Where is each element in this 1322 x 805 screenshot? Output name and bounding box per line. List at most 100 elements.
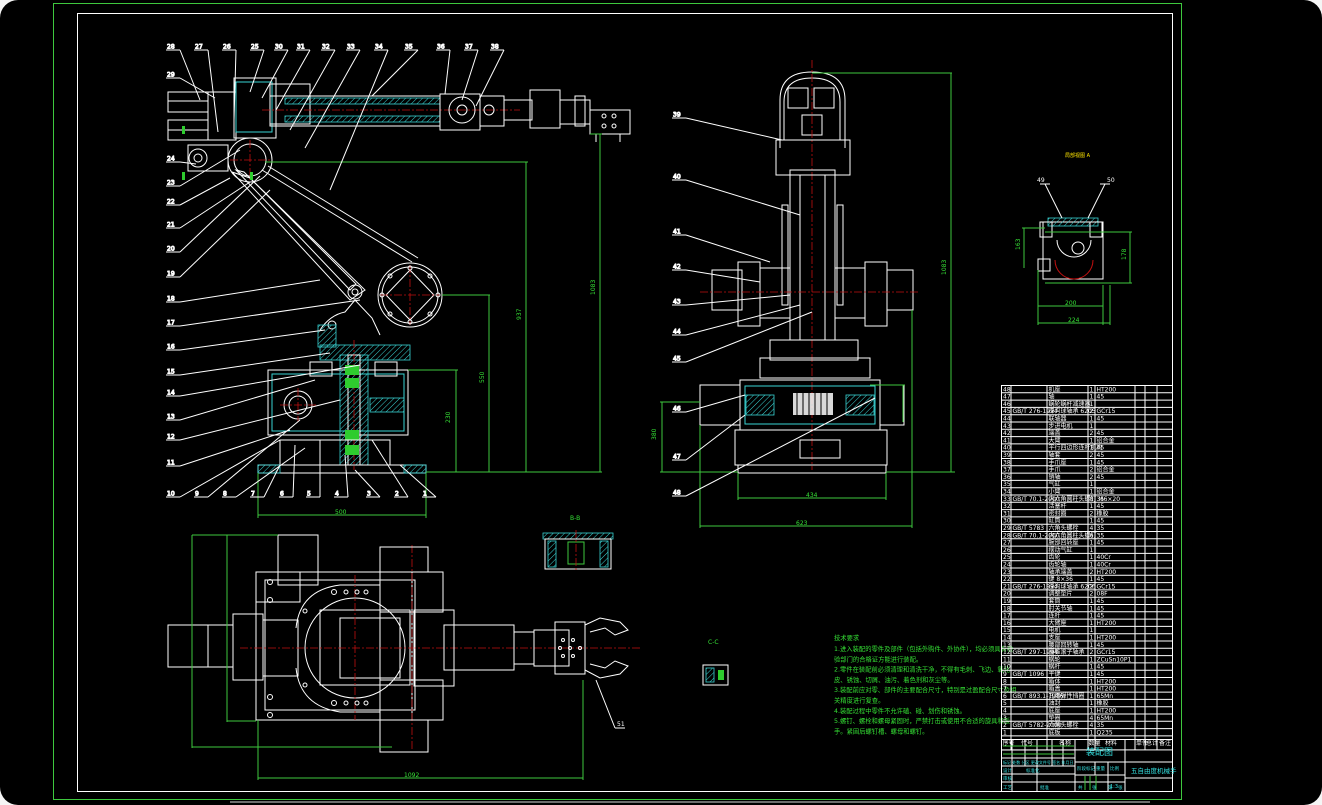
bom-cell: 45 bbox=[1097, 664, 1105, 671]
bom-cell: 1 bbox=[1090, 394, 1094, 401]
leader-label: 3 bbox=[367, 491, 371, 498]
dim-detail-w2: 224 bbox=[1068, 317, 1080, 324]
bom-cell: 45 bbox=[1097, 642, 1105, 649]
bom-cell: 垫圈 bbox=[1049, 714, 1061, 722]
bom-cell: 1 bbox=[1090, 518, 1094, 525]
bom-cell: 销轴 bbox=[1049, 473, 1061, 481]
bom-cell: 2 bbox=[1090, 591, 1094, 598]
leader-line bbox=[685, 179, 801, 216]
bom-cell: 1 bbox=[1090, 635, 1094, 642]
bom-cell: 34 bbox=[1003, 489, 1011, 496]
bom-cell: 31 bbox=[1003, 510, 1011, 517]
bom-cell: 内六角圆柱头螺钉 bbox=[1049, 531, 1097, 539]
leader-label: 23 bbox=[167, 180, 175, 187]
leader-line bbox=[179, 177, 231, 206]
leader-label: 45 bbox=[673, 356, 681, 363]
detail-view-a: 局部视图 A 178 163 200 224 49 50 bbox=[1015, 152, 1132, 325]
bom-cell: 1 bbox=[1090, 445, 1094, 452]
bom-cell: 6 bbox=[1090, 532, 1094, 539]
leader-label: 10 bbox=[167, 491, 175, 498]
section-cc-title: C-C bbox=[708, 639, 719, 646]
bom-cell: 平键 bbox=[1049, 670, 1061, 678]
leader-label: 34 bbox=[375, 44, 383, 51]
bom-cell: 腰部回转轴 bbox=[1049, 641, 1079, 649]
leader-line bbox=[444, 49, 451, 95]
bom-cell: 45 bbox=[1097, 540, 1105, 547]
leader-label: 19 bbox=[167, 271, 175, 278]
bom-cell: 2 bbox=[1003, 722, 1007, 729]
bom-cell: 44 bbox=[1003, 416, 1011, 423]
role-approve: 批准 bbox=[1040, 784, 1049, 791]
leader-label: 17 bbox=[167, 320, 175, 327]
role-review: 审核 bbox=[1003, 775, 1012, 782]
bom-cell: 蜗轮蜗杆减速器 bbox=[1049, 400, 1091, 408]
leader-label: 7 bbox=[251, 491, 255, 498]
bom-cell: 45 bbox=[1003, 408, 1011, 415]
leader-line bbox=[179, 299, 361, 327]
bom-cell: 08F bbox=[1097, 591, 1109, 598]
bom-cell: 键 8×36 bbox=[1049, 575, 1074, 583]
leader-label: 21 bbox=[167, 222, 175, 229]
bom-cell: 端盖 bbox=[1049, 429, 1061, 437]
bom-cell: HT200 bbox=[1097, 569, 1117, 576]
bom-cell: 36 bbox=[1003, 474, 1011, 481]
bom-cell: 六角头螺栓 bbox=[1049, 524, 1079, 532]
bom-cell: 橡胶 bbox=[1097, 509, 1109, 517]
bom-cell: 调整垫片 bbox=[1049, 590, 1073, 598]
leader-label: 6 bbox=[280, 491, 284, 498]
leader-label: 22 bbox=[167, 199, 175, 206]
bom-cell: 箱体 bbox=[1049, 677, 1061, 685]
leader-label: 11 bbox=[167, 460, 175, 467]
bom-cell: 1 bbox=[1090, 459, 1094, 466]
bom-cell: 45 bbox=[1097, 474, 1105, 481]
dim-h3: 937 bbox=[516, 308, 523, 320]
bom-header-cell: 单件 bbox=[1136, 739, 1148, 747]
leader-label: 35 bbox=[405, 44, 413, 51]
bom-cell: 底板 bbox=[1049, 728, 1061, 736]
leader-label: 28 bbox=[167, 44, 175, 51]
scale-label: 比例 bbox=[1110, 765, 1119, 772]
bom-header-cell: 序号 bbox=[1003, 739, 1015, 747]
leader-line bbox=[685, 117, 783, 141]
bom-cell: 1 bbox=[1090, 678, 1094, 685]
dim-top-length: 1092 bbox=[404, 772, 419, 779]
bom-cell: 连杆 bbox=[1049, 612, 1061, 620]
leader-label: 27 bbox=[195, 44, 203, 51]
bom-cell: 1 bbox=[1090, 562, 1094, 569]
bom-cell: 33 bbox=[1003, 496, 1011, 503]
dim-base-width: 500 bbox=[335, 509, 347, 516]
leader-line bbox=[275, 49, 311, 111]
bom-cell: HT200 bbox=[1097, 635, 1117, 642]
bom-cell: GCr15 bbox=[1097, 649, 1116, 656]
bom-cell: 27 bbox=[1003, 540, 1011, 547]
leader-label: 37 bbox=[465, 44, 473, 51]
bom-cell: 2 bbox=[1090, 452, 1094, 459]
bom-cell: 1 bbox=[1090, 540, 1094, 547]
drawing-name: 装配图 bbox=[1086, 746, 1113, 758]
leader-line bbox=[685, 269, 761, 283]
leader-line bbox=[207, 49, 219, 133]
bom-cell: 4 bbox=[1090, 722, 1094, 729]
tech-req-line: 2.零件在装配前必须清理和清洗干净，不得有毛刺、飞边、氧化 bbox=[834, 665, 1011, 674]
bom-cell: 45 bbox=[1097, 598, 1105, 605]
bom-cell: 14 bbox=[1003, 635, 1011, 642]
leader-label: 1 bbox=[423, 491, 427, 498]
